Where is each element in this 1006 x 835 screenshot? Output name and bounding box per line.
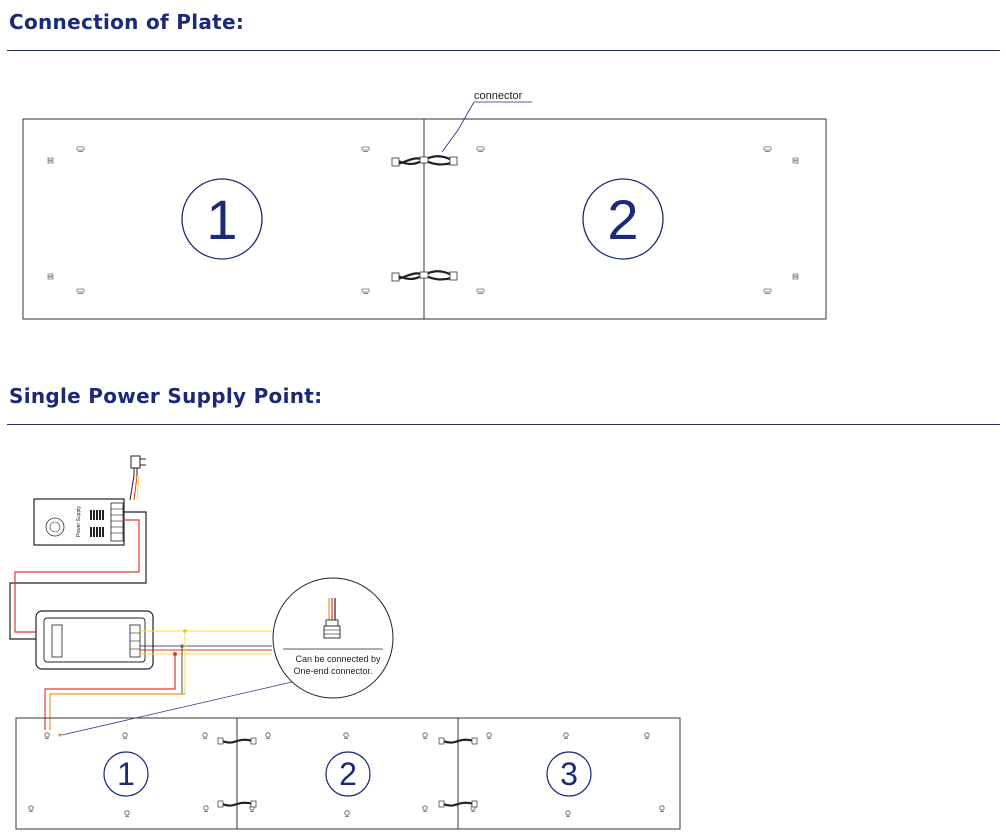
strip-connector-top-1 (217, 737, 257, 745)
connector-label: connector (474, 90, 523, 102)
connector-leader-line (441, 101, 475, 153)
strip-panel-number-2: 2 (325, 751, 371, 797)
panel-number-2: 2 (582, 178, 664, 260)
svg-text:3: 3 (560, 756, 578, 792)
svg-text:2: 2 (339, 756, 357, 792)
controller-box (35, 610, 154, 670)
connector-cable-bottom (391, 270, 458, 282)
section-divider-connection (7, 50, 1000, 51)
power-diagram: Power Supply (9, 455, 681, 830)
strip-connector-top-2 (438, 737, 478, 745)
connector-cable-top (391, 155, 458, 167)
strip-connector-bottom-2 (438, 800, 478, 808)
svg-text:2: 2 (607, 188, 638, 251)
panel-number-1: 1 (181, 178, 263, 260)
section-title-connection: Connection of Plate: (9, 10, 245, 34)
callout-leader-line (61, 681, 293, 736)
svg-text:1: 1 (117, 756, 135, 792)
power-supply-label: Power Supply (76, 506, 82, 537)
strip-connector-bottom-1 (217, 800, 257, 808)
section-title-power: Single Power Supply Point: (9, 384, 323, 408)
led-panel-strip-frame (15, 717, 681, 830)
strip-panel-number-3: 3 (546, 751, 592, 797)
power-supply-unit: Power Supply (33, 498, 125, 546)
svg-text:1: 1 (206, 188, 237, 251)
connector-plug-icon (323, 598, 341, 639)
one-end-connector-callout: Can be connected by One-end connector. (272, 577, 394, 699)
connection-diagram: connector 1 2 (22, 90, 827, 320)
callout-text-line2: One-end connector. (293, 666, 372, 676)
mains-plug-icon (130, 455, 146, 476)
strip-panel-number-1: 1 (103, 751, 149, 797)
section-divider-power (7, 424, 1000, 425)
callout-text-line1: Can be connected by (295, 654, 381, 664)
